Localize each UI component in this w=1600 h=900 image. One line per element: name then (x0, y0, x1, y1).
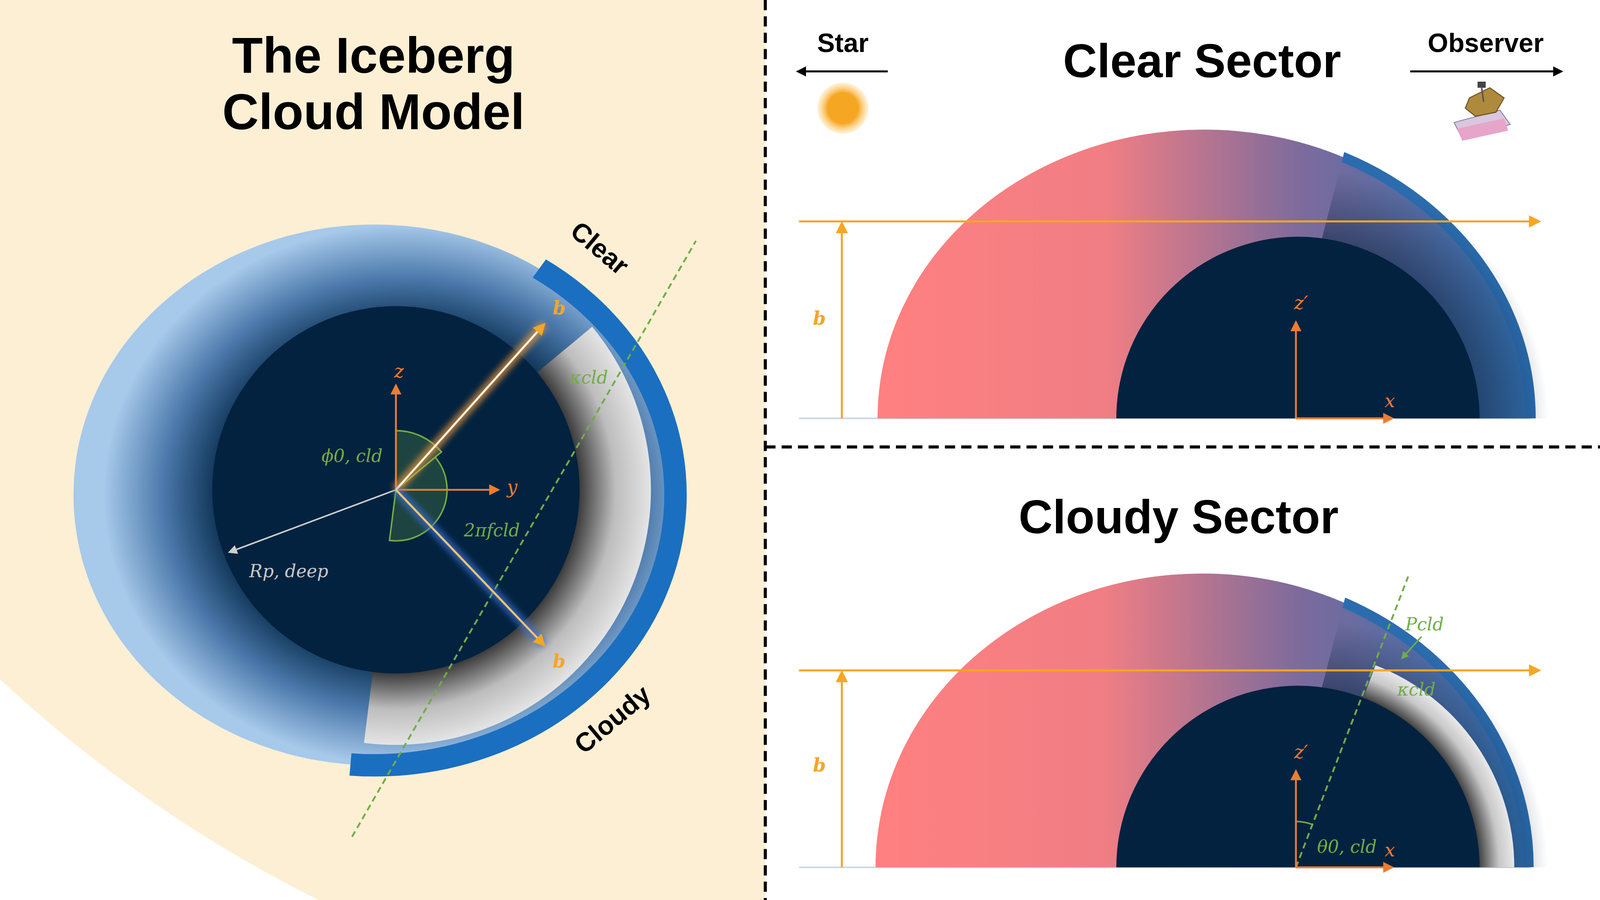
opacity-label: κcld (1397, 680, 1436, 700)
divider (763, 0, 767, 900)
sector-boundary (1296, 576, 1409, 868)
figure-title: The Iceberg Cloud Model (193, 27, 554, 140)
planet-core (212, 306, 580, 674)
atmosphere-rim (875, 573, 1529, 868)
ray-path (798, 669, 1539, 672)
atmosphere-half (875, 573, 1529, 868)
axis-label: z (394, 361, 404, 382)
drawing-part (1457, 118, 1509, 141)
left-ground (0, 0, 766, 900)
impact-arrow (396, 489, 544, 645)
fraction-label: 2πfcld (464, 520, 520, 540)
axis-label: y (507, 476, 518, 498)
impact-label: b (552, 298, 566, 319)
angle-arc (1296, 821, 1313, 825)
arrow-glow (396, 489, 544, 645)
direction-arrow (1410, 70, 1562, 73)
direction-label: Star (817, 28, 869, 58)
direction-label: Observer (1427, 28, 1544, 58)
star-icon (817, 82, 869, 134)
axis-label: z′ (1294, 292, 1308, 314)
sector-boundary (352, 240, 696, 837)
impact-arrow (840, 672, 843, 868)
planet-core (1116, 685, 1480, 868)
axis-label: z′ (1294, 742, 1308, 763)
impact-label: b (812, 755, 826, 776)
radius-label: Rp, deep (249, 561, 329, 581)
axis-arrow (1294, 771, 1297, 868)
panel-title: Clear Sector (1062, 35, 1341, 88)
axis-arrow (1296, 866, 1392, 869)
stellar-disk (0, 0, 766, 900)
drawing-part (1481, 87, 1484, 102)
impact-label: b (812, 308, 826, 329)
night-halo (1048, 617, 1548, 900)
drawing-part (1465, 87, 1504, 116)
sector-label: Clear (565, 215, 635, 281)
atmosphere-rim (73, 224, 676, 766)
telescope-icon (1454, 81, 1510, 141)
impact-label: b (552, 651, 566, 672)
sector-label: Cloudy (568, 679, 656, 760)
axis-arrow (396, 488, 498, 491)
angle-label: ϕ0, cld (321, 446, 383, 466)
direction-arrow (798, 70, 888, 73)
axis-arrow (1296, 417, 1392, 420)
opacity-label: κcld (569, 368, 608, 388)
angle-label: θ0, cld (1317, 837, 1377, 857)
axis-arrow (1294, 322, 1297, 419)
impact-arrow (840, 223, 843, 419)
atmosphere (73, 224, 676, 766)
radius-arrow (229, 489, 396, 552)
arrow-glow (396, 324, 544, 490)
axis-label: x (1384, 840, 1396, 861)
impact-arrow (396, 324, 544, 490)
axis-label: x (1384, 390, 1396, 412)
drawing-part (1477, 81, 1486, 88)
ray-path (798, 220, 1539, 223)
pressure-pointer (1402, 636, 1422, 659)
pressure-label: Pcld (1405, 614, 1444, 634)
panel-title: Cloudy Sector (1018, 491, 1339, 544)
planet-core (1116, 236, 1480, 419)
divider (765, 445, 1600, 449)
axis-arrow (394, 385, 397, 490)
